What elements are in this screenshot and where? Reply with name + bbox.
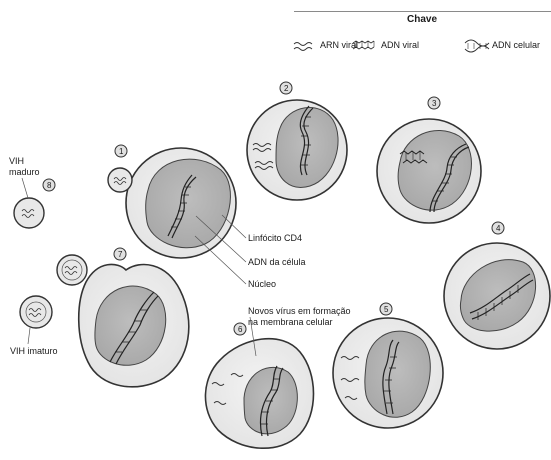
double-helix-icon: [465, 40, 489, 52]
stage-1-cell: [108, 148, 236, 258]
key-label-viral-rna: ARN viral: [320, 40, 358, 51]
cd4-label: Linfócito CD4: [248, 233, 302, 244]
stage-5-cell: [333, 318, 443, 428]
key-label-cellular-dna: ADN celular: [492, 40, 540, 51]
step-2-number: 2: [284, 83, 288, 94]
nucleus-label: Núcleo: [248, 279, 276, 290]
step-3-number: 3: [432, 98, 436, 109]
key-title: Chave: [407, 14, 437, 25]
stage-7-cell: [57, 255, 189, 387]
stage-3-cell: [377, 119, 481, 223]
step-4-number: 4: [496, 223, 500, 234]
attaching-virus: [108, 168, 132, 192]
immature-virus: [20, 296, 52, 328]
step-7-number: 7: [118, 249, 122, 260]
step-6-number: 6: [238, 324, 242, 335]
immature-virus-label: VIH imaturo: [10, 346, 58, 357]
mature-virus-label-line2: maduro: [9, 167, 40, 178]
key-label-viral-dna: ADN viral: [381, 40, 419, 51]
wavy-line-icon: [294, 43, 312, 51]
stage-2-cell: [247, 100, 347, 200]
mature-virus-label-line1: VIH: [9, 156, 24, 167]
step-5-number: 5: [384, 304, 388, 315]
stage-6-cell: [205, 339, 313, 449]
budding-label-line2: na membrana celular: [248, 317, 333, 328]
step-8-number: 8: [47, 180, 51, 191]
key-divider: [294, 11, 551, 12]
budding-label-line1: Novos vírus em formação: [248, 306, 351, 317]
step-1-number: 1: [119, 146, 123, 157]
mature-virus: [14, 198, 44, 228]
budding-virus: [57, 255, 87, 285]
stage-4-cell: [444, 243, 550, 349]
cell-dna-label: ADN da célula: [248, 257, 306, 268]
